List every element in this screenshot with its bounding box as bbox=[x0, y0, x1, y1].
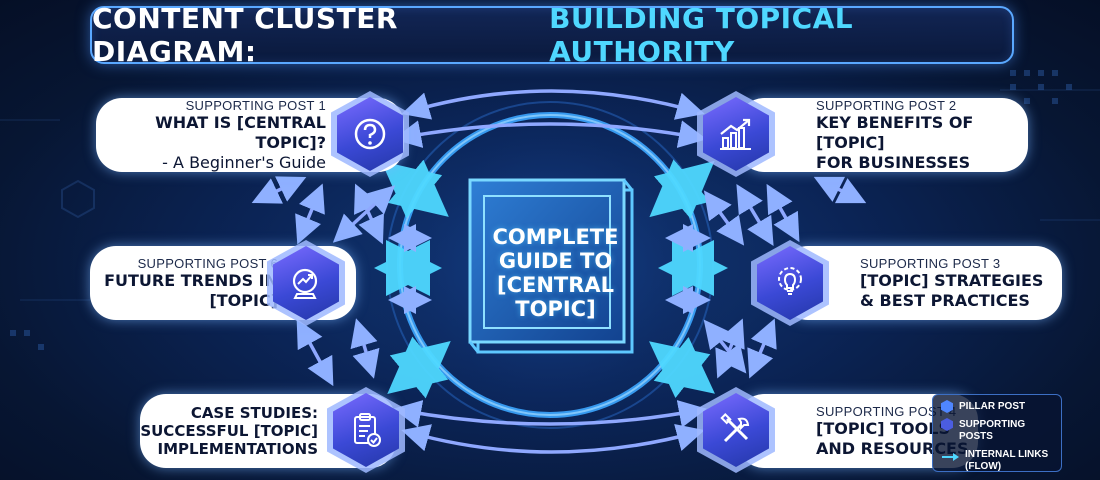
post-title-line-1: CASE STUDIES: bbox=[190, 404, 318, 422]
crystal-ball-icon bbox=[273, 246, 339, 320]
post-title-line-2: SUCCESSFUL [TOPIC] bbox=[140, 422, 318, 440]
post-title: [TOPIC] TOOLS bbox=[816, 418, 950, 438]
pillar-post-title: COMPLETE GUIDE TO [CENTRAL TOPIC] bbox=[488, 225, 623, 321]
pillar-book-icon bbox=[468, 178, 634, 354]
pillar-line: GUIDE TO bbox=[498, 249, 613, 273]
post-label: SUPPORTING POST 2 bbox=[816, 97, 957, 113]
background-grid bbox=[0, 89, 1100, 301]
hexagon-icon bbox=[941, 418, 953, 431]
title-part-1: CONTENT CLUSTER DIAGRAM: bbox=[92, 2, 398, 68]
legend: PILLAR POST SUPPORTING POSTS INTERNAL LI… bbox=[932, 394, 1062, 472]
post-subtitle: & BEST PRACTICES bbox=[860, 290, 1030, 310]
post-title: WHAT IS [CENTRAL TOPIC]? bbox=[155, 112, 326, 152]
legend-item-links: INTERNAL LINKS (FLOW) bbox=[941, 449, 1053, 473]
post-label: SUPPORTING POST 6 bbox=[137, 255, 278, 271]
post-subtitle: [TOPIC] bbox=[209, 290, 278, 310]
background-dots bbox=[10, 70, 1072, 350]
post-label: SUPPORTING POST 4 bbox=[816, 403, 957, 419]
pillar-line: COMPLETE bbox=[492, 225, 619, 249]
pillar-link-arrows bbox=[374, 159, 728, 399]
legend-item-pillar: PILLAR POST bbox=[941, 400, 1053, 413]
legend-label: INTERNAL LINKS (FLOW) bbox=[965, 449, 1049, 472]
hexagon-icon bbox=[941, 400, 953, 413]
legend-item-supporting: SUPPORTING POSTS bbox=[941, 418, 1053, 443]
post-label: SUPPORTING POST 3 bbox=[860, 255, 1001, 271]
gear-bulb-icon bbox=[757, 246, 823, 320]
legend-label: SUPPORTING POSTS bbox=[959, 419, 1026, 442]
supporting-post-2-card: SUPPORTING POST 2 KEY BENEFITS OF [TOPIC… bbox=[738, 98, 1028, 172]
post-title-line-3: IMPLEMENTATIONS bbox=[157, 440, 318, 458]
pillar-line: [CENTRAL bbox=[496, 273, 615, 297]
clipboard-check-icon bbox=[333, 393, 399, 467]
post-title: FUTURE TRENDS IN bbox=[104, 270, 278, 290]
post-subtitle: FOR BUSINESSES bbox=[816, 152, 971, 172]
legend-label: PILLAR POST bbox=[959, 401, 1026, 412]
pillar-line: TOPIC] bbox=[515, 297, 596, 321]
post-label: SUPPORTING POST 1 bbox=[185, 97, 326, 113]
diagram-title: CONTENT CLUSTER DIAGRAM: BUILDING TOPICA… bbox=[90, 2, 1014, 68]
post-title: KEY BENEFITS OF [TOPIC] bbox=[816, 112, 974, 152]
post-subtitle: - A Beginner's Guide bbox=[162, 152, 326, 172]
title-part-2: BUILDING TOPICAL AUTHORITY bbox=[549, 2, 854, 68]
post-title: [TOPIC] STRATEGIES bbox=[860, 270, 1044, 290]
arrow-icon bbox=[942, 453, 959, 461]
post-subtitle: AND RESOURCES bbox=[816, 438, 969, 458]
tools-icon bbox=[703, 393, 769, 467]
cluster-link-arrows bbox=[251, 89, 867, 454]
